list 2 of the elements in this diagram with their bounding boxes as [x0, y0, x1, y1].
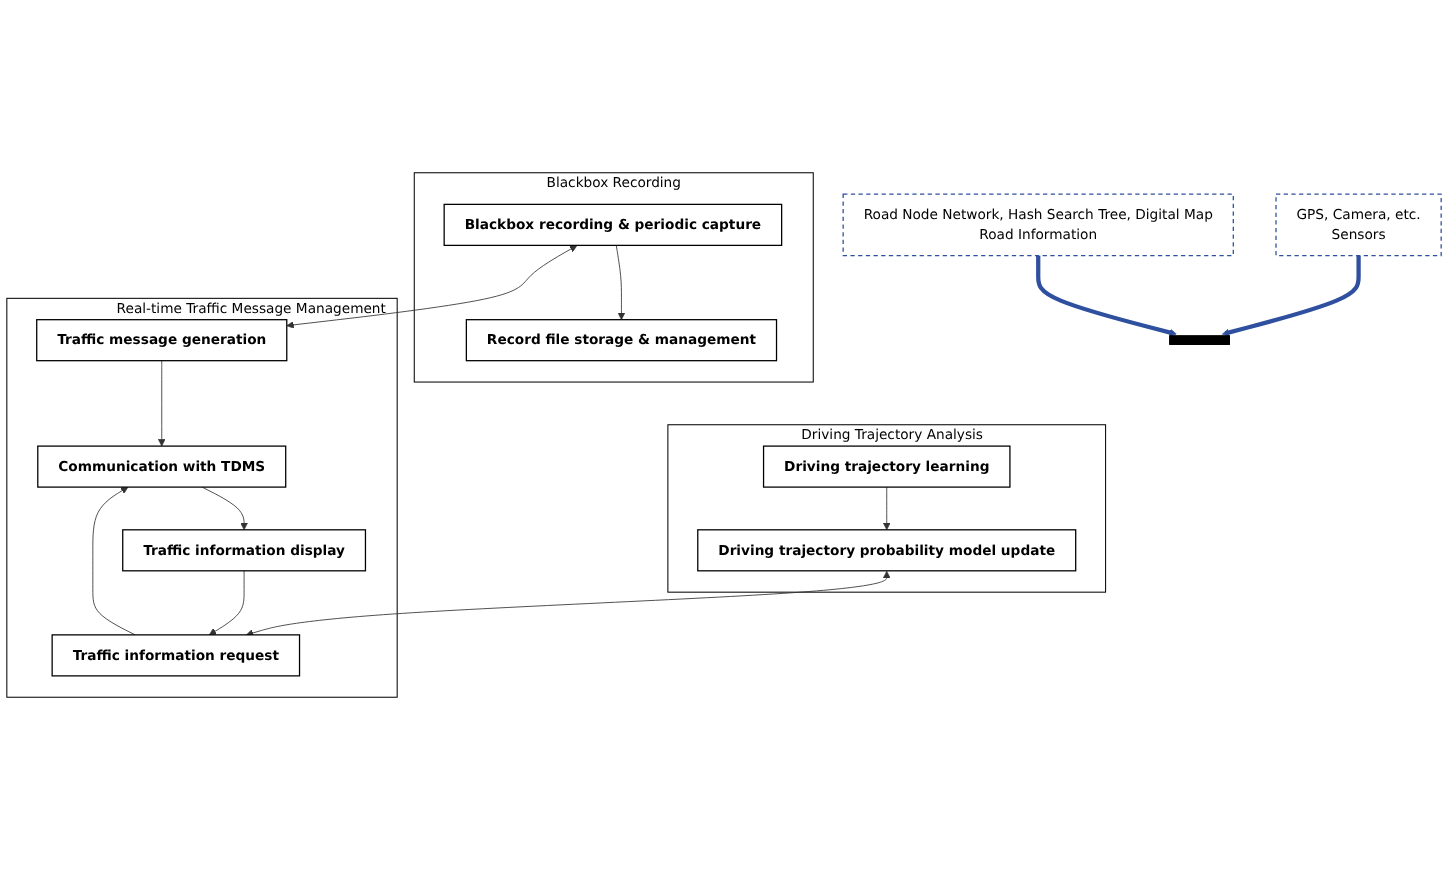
- arrow: [1036, 255, 1177, 337]
- arrow: [1221, 255, 1361, 337]
